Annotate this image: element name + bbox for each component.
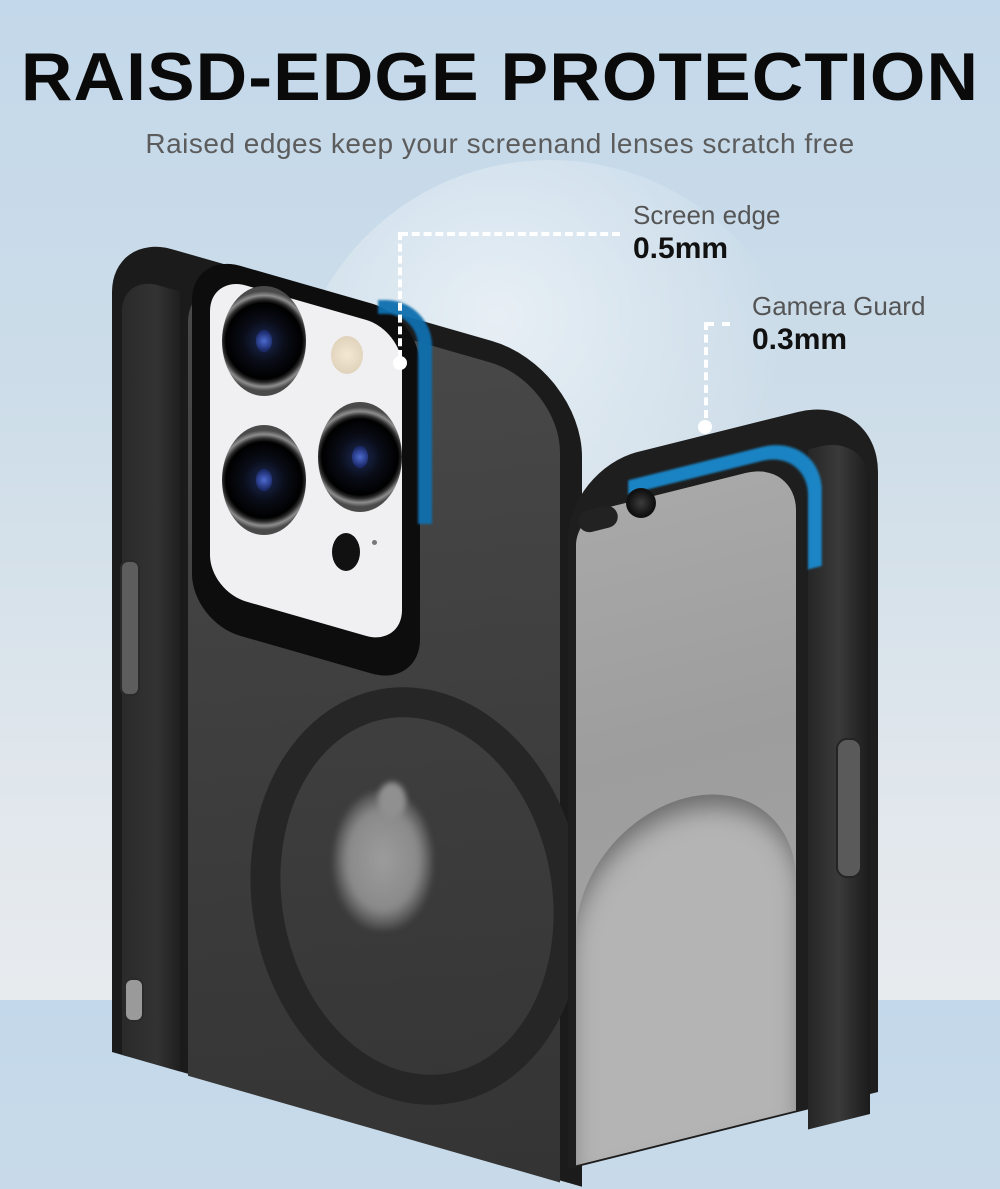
subheadline: Raised edges keep your screenand lenses …	[145, 128, 855, 159]
callout-leader-line	[706, 322, 730, 326]
callout-leader-line	[398, 232, 402, 358]
callout-dot	[393, 356, 407, 370]
callout-leader-line	[704, 322, 708, 418]
callout-label-screen-edge: Screen edge	[633, 200, 781, 230]
camera-lens-icon	[222, 425, 306, 535]
side-button-icon	[836, 738, 862, 878]
camera-lens-icon	[318, 402, 402, 512]
flash-icon	[331, 336, 363, 374]
apple-logo-leaf-icon	[378, 782, 406, 818]
callout-value-screen-edge: 0.5mm	[633, 232, 729, 265]
callout-value-camera-guard: 0.3mm	[752, 323, 848, 356]
side-button-icon	[124, 978, 144, 1022]
lidar-sensor-icon	[332, 533, 360, 571]
microphone-icon	[372, 540, 377, 545]
callout-label-camera-guard: Gamera Guard	[752, 291, 926, 321]
front-camera-icon	[626, 488, 656, 518]
side-button-icon	[120, 560, 140, 696]
screen-wallpaper-shape	[576, 770, 796, 1166]
headline: RAISD-EDGE PROTECTION	[20, 39, 980, 115]
callout-dot	[698, 420, 712, 434]
callout-leader-line	[400, 232, 620, 236]
camera-lens-icon	[222, 286, 306, 396]
